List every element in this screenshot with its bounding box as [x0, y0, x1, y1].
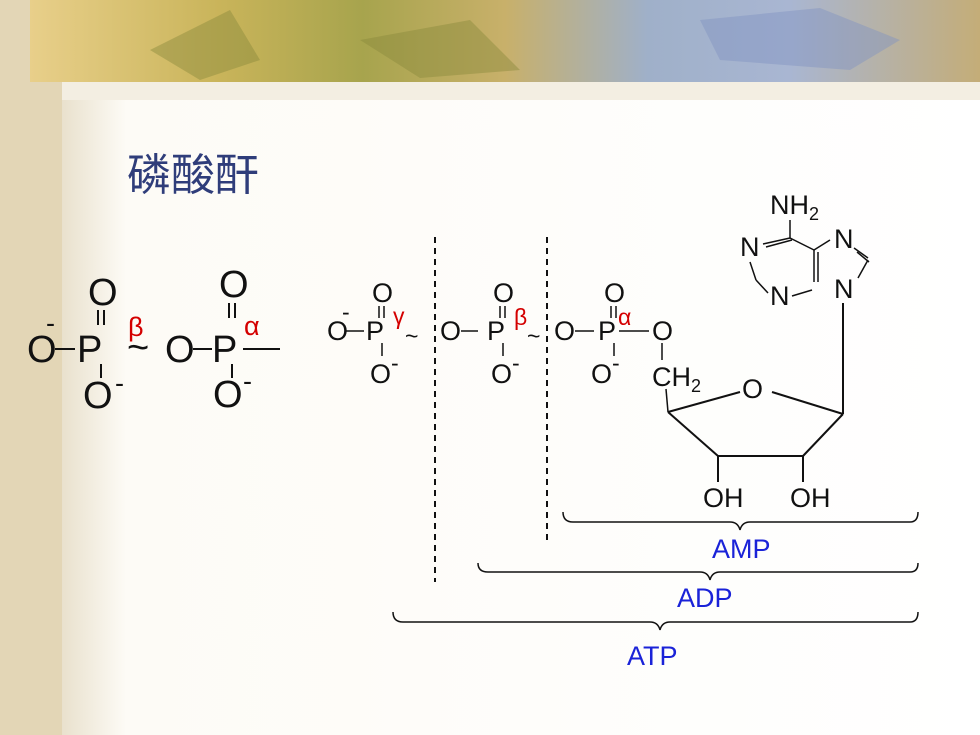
atp-nh2: NH2: [770, 190, 819, 224]
atp-o-top-beta: O: [493, 278, 514, 308]
slide-title: 磷酸酐: [127, 150, 259, 201]
left-texture-strip: [0, 0, 62, 735]
atp-ch2: CH2: [652, 362, 701, 396]
adp-brace: [477, 562, 919, 581]
gamma-label: γ: [393, 303, 405, 329]
atp-oh-2: OH: [790, 483, 831, 513]
minus-bot-alpha: -: [243, 366, 252, 396]
beta-label-left: β: [128, 312, 144, 342]
tilde-left: ~: [127, 327, 149, 369]
alpha-label-atp: α: [618, 304, 631, 330]
atp-n3: N: [770, 281, 790, 311]
o-bot-beta: O: [83, 375, 113, 417]
atp-minus-bot-gamma: -: [391, 350, 399, 376]
atp-n7: N: [834, 224, 854, 254]
anhydride-fragment: O O O - P β ~ O P α O - O -: [27, 264, 280, 417]
atp-n9: N: [834, 274, 854, 304]
atp-minus-bot-alpha: -: [612, 350, 620, 376]
atp-o-ester: O: [652, 316, 673, 346]
alpha-label-left: α: [244, 311, 260, 341]
atp-tilde-1: ~: [405, 323, 418, 349]
atp-o-bot-alpha: O: [591, 359, 612, 389]
atp-minus-bot-beta: -: [512, 350, 520, 376]
o-top-alpha: O: [219, 264, 249, 306]
atp-o-bridge-2: O: [554, 316, 575, 346]
atp-o-bot-beta: O: [491, 359, 512, 389]
o-bot-alpha: O: [213, 374, 243, 416]
p-beta: P: [77, 329, 102, 371]
atp-p-gamma: P: [366, 316, 384, 346]
atp-o-ring: O: [742, 374, 763, 404]
top-banner: [30, 0, 980, 82]
atp-o-bridge-1: O: [440, 316, 461, 346]
p-alpha: P: [212, 329, 237, 371]
amp-label: AMP: [712, 534, 771, 564]
minus-left: -: [46, 308, 55, 338]
atp-minus-left: -: [342, 299, 350, 325]
atp-o-top-alpha: O: [604, 278, 625, 308]
atp-p-beta: P: [487, 316, 505, 346]
beta-label-atp: β: [514, 304, 527, 330]
banner-flower-decor: [700, 8, 900, 70]
atp-o-left: O: [327, 316, 348, 346]
o-left: O: [27, 329, 57, 371]
banner-shadow: [62, 82, 980, 100]
atp-p-alpha: P: [598, 316, 616, 346]
atp-oh-1: OH: [703, 483, 744, 513]
atp-structure: O - O P γ ~ O - O O P β ~ O - O O P α O …: [327, 190, 870, 513]
o-bridge: O: [165, 329, 195, 371]
atp-tilde-2: ~: [527, 323, 540, 349]
atp-n1: N: [740, 232, 760, 262]
atp-label: ATP: [627, 641, 678, 671]
atp-o-bot-gamma: O: [370, 359, 391, 389]
adp-label: ADP: [677, 583, 733, 613]
amp-brace: [562, 511, 919, 531]
banner-leaf-decor: [150, 10, 520, 80]
o-top-beta: O: [88, 272, 118, 314]
atp-brace: [392, 611, 919, 631]
minus-bot-beta: -: [115, 368, 124, 398]
atp-o-top-gamma: O: [372, 278, 393, 308]
